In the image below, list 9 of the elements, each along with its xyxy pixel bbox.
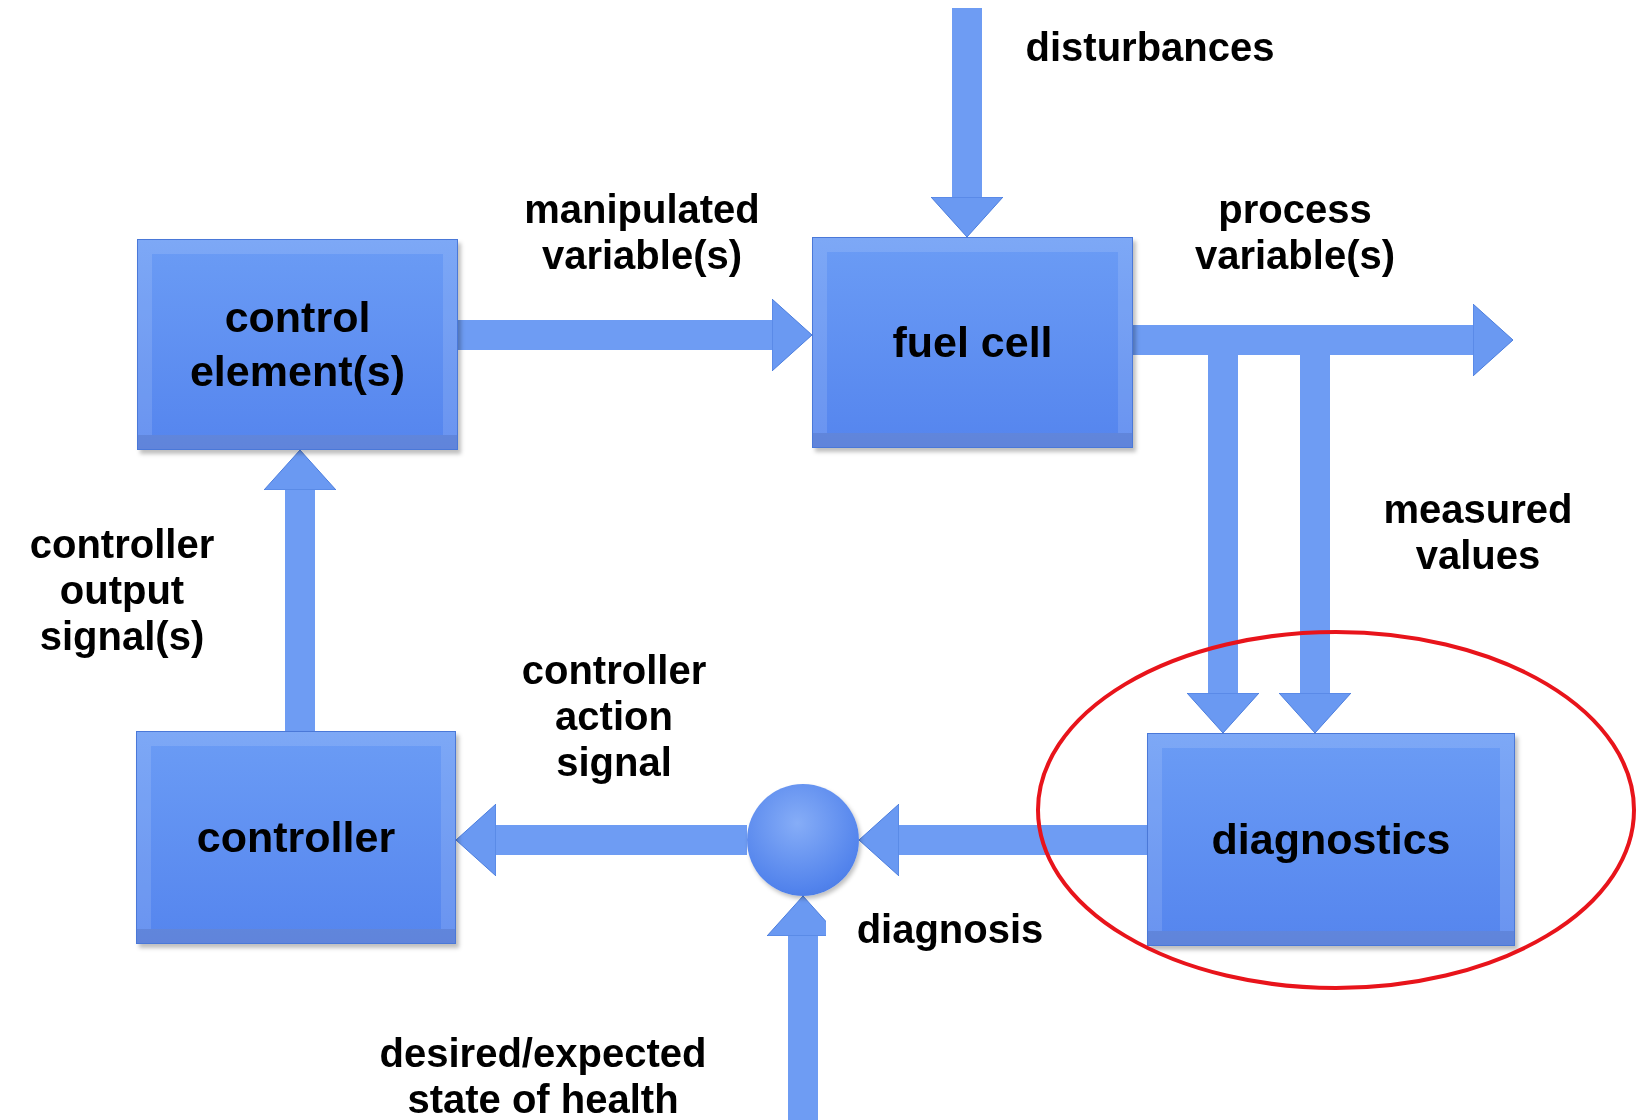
arrow [930, 8, 1004, 238]
arrow [458, 298, 813, 372]
process-box: fuel cell [812, 237, 1133, 448]
arrow [858, 803, 1147, 877]
process-box: controller [136, 731, 456, 944]
process-box: diagnostics [1147, 733, 1515, 946]
arrow [455, 803, 747, 877]
process-box: control element(s) [137, 239, 458, 450]
arrow [263, 449, 337, 731]
